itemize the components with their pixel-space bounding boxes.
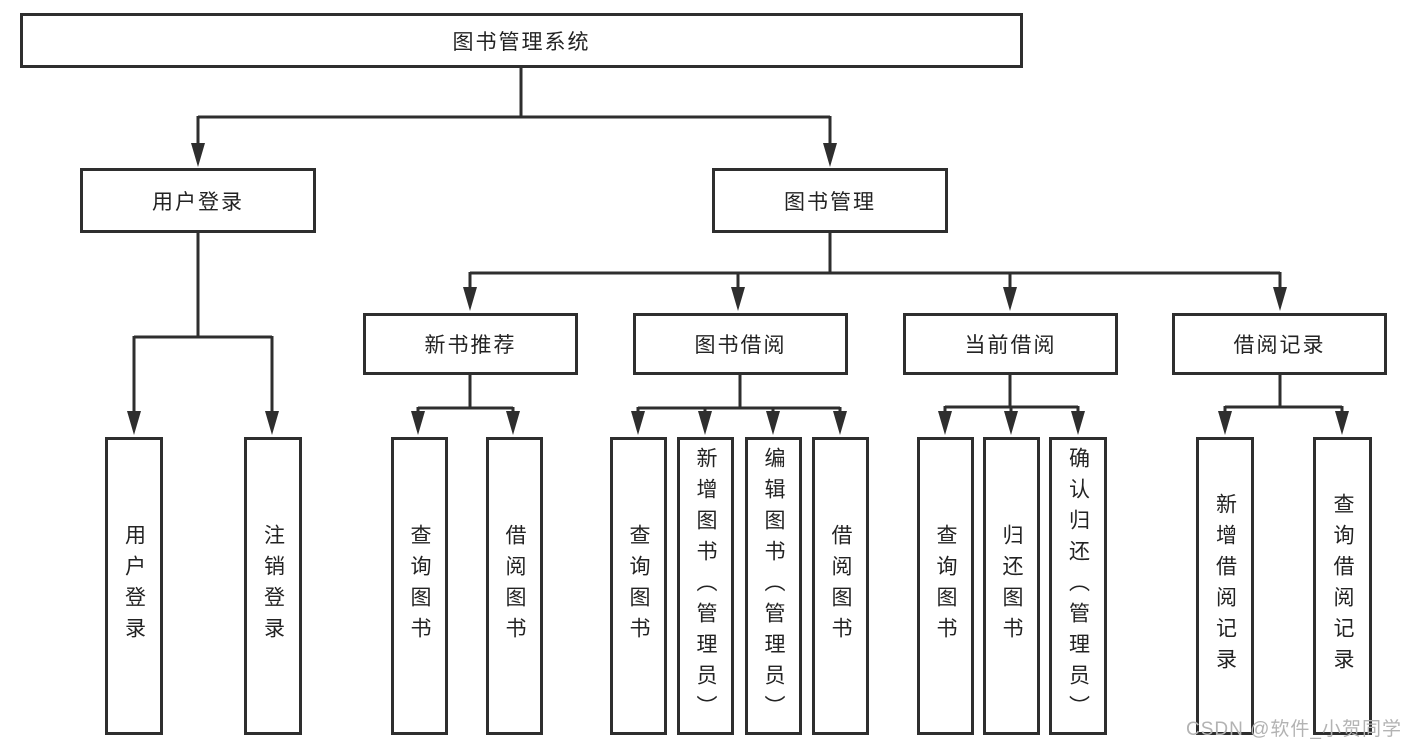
node-user-login: 用户登录	[80, 168, 316, 233]
node-borrowing-records: 借阅记录	[1172, 313, 1387, 375]
node-book-management: 图书管理	[712, 168, 948, 233]
node-current-borrowing: 当前借阅	[903, 313, 1118, 375]
leaf-cb-return-books: 归还图书	[983, 437, 1040, 735]
csdn-watermark: CSDN @软件_小贺同学	[1186, 719, 1402, 740]
node-new-book-recommend: 新书推荐	[363, 313, 578, 375]
leaf-logout: 注销登录	[244, 437, 302, 735]
leaf-nbr-query-books: 查询图书	[391, 437, 448, 735]
node-book-borrowing: 图书借阅	[633, 313, 848, 375]
leaf-bb-query-books: 查询图书	[610, 437, 667, 735]
leaf-cb-query-books: 查询图书	[917, 437, 974, 735]
leaf-bb-borrow-books: 借阅图书	[812, 437, 869, 735]
leaf-cb-confirm-return-admin: 确认归还（管理员）	[1049, 437, 1107, 735]
leaf-br-add-borrow-record: 新增借阅记录	[1196, 437, 1254, 735]
leaf-bb-edit-books-admin: 编辑图书（管理员）	[745, 437, 802, 735]
leaf-bb-add-books-admin: 新增图书（管理员）	[677, 437, 734, 735]
node-root-library-system: 图书管理系统	[20, 13, 1023, 68]
leaf-user-login: 用户登录	[105, 437, 163, 735]
leaf-br-query-borrow-record: 查询借阅记录	[1313, 437, 1372, 735]
leaf-nbr-borrow-books: 借阅图书	[486, 437, 543, 735]
